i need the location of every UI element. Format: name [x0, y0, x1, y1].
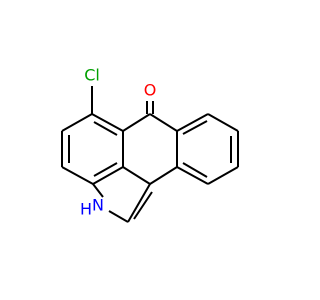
bond-c4-n — [92, 183, 104, 198]
bond-c14-c9 — [176, 166, 209, 185]
bond-c13-c14 — [207, 166, 239, 185]
bond-n-c15 — [108, 210, 129, 223]
bond-c14-c9-inner — [182, 162, 208, 178]
bond-c6-c1 — [91, 113, 124, 132]
bond-c1-c2 — [61, 113, 93, 132]
bond-c6-c1-inner — [93, 121, 118, 136]
bond-c4-c5-inner — [93, 162, 118, 177]
oxygen-atom-label: O — [144, 81, 157, 100]
bond-c11-c12 — [207, 113, 239, 132]
bond-c3-c4 — [61, 166, 94, 185]
bond-c9-c10 — [149, 166, 178, 185]
bond-c15-c10-inner — [133, 191, 153, 220]
bond-c15-c10 — [127, 183, 151, 223]
bond-c6-c7 — [122, 113, 151, 132]
bond-c8-c11-inner — [182, 120, 208, 135]
bond-c4-c5 — [92, 166, 124, 185]
bond-layer — [61, 86, 239, 223]
bond-c7-c8 — [149, 113, 178, 132]
bond-c10-c5 — [122, 166, 151, 185]
atom-label-layer: Cl O N H — [80, 66, 156, 219]
molecule-structure-diagram: Cl O N H — [61, 66, 239, 223]
chlorine-atom-label: Cl — [84, 66, 100, 85]
nitrogen-hydrogen-label: H — [80, 200, 92, 219]
nitrogen-atom-label: N — [92, 196, 104, 215]
bond-c8-c11 — [176, 113, 209, 132]
